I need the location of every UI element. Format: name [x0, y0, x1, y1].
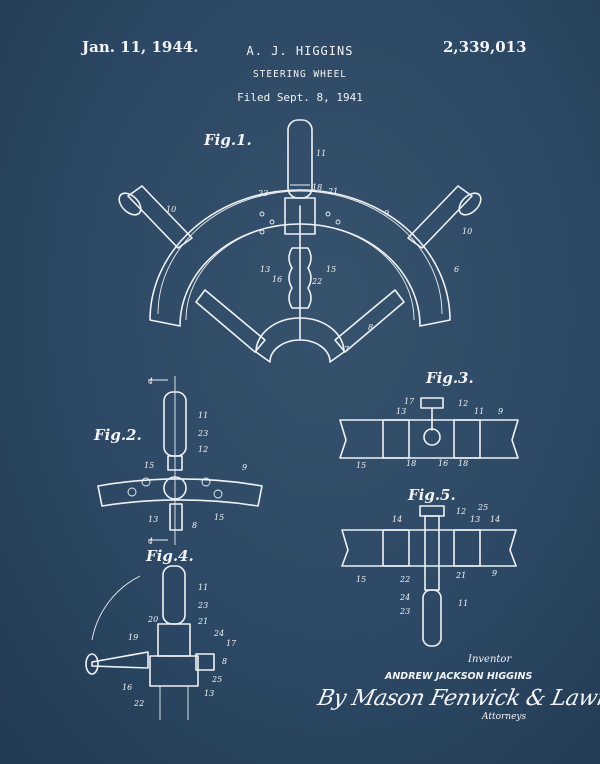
fig1-part-15: 15 — [326, 265, 336, 274]
fig3-part-12: 12 — [458, 399, 468, 408]
fig2-part-4-bottom: 4 — [147, 537, 153, 546]
patent-date: Jan. 11, 1944. — [82, 38, 199, 56]
fig4-part-21: 21 — [197, 617, 208, 626]
fig3-part-15: 15 — [356, 461, 366, 470]
fig2-part-23: 23 — [197, 429, 208, 438]
fig5-label: Fig.5. — [408, 486, 456, 504]
fig3-part-labels: 17 13 12 11 9 15 18 16 18 — [356, 397, 503, 470]
fig1-part-21: 21 — [327, 187, 338, 196]
fig3-part-18-left: 18 — [406, 459, 416, 468]
fig1-part-6: 6 — [454, 265, 459, 274]
fig2-hub-detail — [97, 376, 263, 545]
filed-date: Filed Sept. 8, 1941 — [237, 91, 363, 104]
patent-title: STEERING WHEEL — [252, 69, 348, 80]
fig1-part-22: 22 — [311, 277, 322, 286]
fig3-part-18-right: 18 — [458, 459, 468, 468]
fig1-part-16: 16 — [272, 275, 282, 284]
fig1-label: Fig.1. — [204, 131, 252, 149]
fig3-part-13: 13 — [396, 407, 406, 416]
fig2-part-8: 8 — [192, 521, 197, 530]
patent-number: 2,339,013 — [443, 38, 527, 56]
fig2-part-11: 11 — [198, 411, 208, 420]
fig3-label: Fig.3. — [426, 369, 474, 387]
fig4-part-11: 11 — [198, 583, 208, 592]
fig1-part-8: 8 — [368, 323, 373, 332]
fig4-part-24: 24 — [213, 629, 224, 638]
fig3-part-17: 17 — [404, 397, 415, 406]
inventor-full-name: ANDREW JACKSON HIGGINS — [385, 671, 533, 682]
fig5-part-14-left: 14 — [392, 515, 402, 524]
fig4-label: Fig.4. — [146, 547, 194, 565]
fig4-part-20: 20 — [147, 615, 158, 624]
fig4-part-17: 17 — [226, 639, 237, 648]
fig5-part-labels: 14 12 25 13 14 15 22 21 24 9 23 11 — [356, 503, 500, 616]
attorney-signature: By Mason Fenwick & Lawrence — [315, 686, 600, 711]
fig5-part-24: 24 — [399, 593, 410, 602]
inventor-label: Inventor — [468, 654, 512, 665]
fig5-part-23: 23 — [399, 607, 410, 616]
fig3-part-11: 11 — [474, 407, 484, 416]
fig5-part-11: 11 — [458, 599, 468, 608]
fig5-part-12: 12 — [456, 507, 466, 516]
fig2-part-4-top: 4 — [147, 377, 153, 386]
fig1-part-labels: 11 18 21 23 9 10 10 6 13 16 15 22 8 7 — [166, 149, 472, 354]
fig5-part-13: 13 — [470, 515, 480, 524]
fig2-part-12: 12 — [198, 445, 208, 454]
fig4-part-13: 13 — [204, 689, 214, 698]
fig5-section — [341, 505, 517, 647]
fig1-part-7: 7 — [344, 345, 350, 354]
fig1-part-18: 18 — [312, 183, 322, 192]
fig2-part-labels: 4 11 23 12 9 15 15 13 8 4 — [144, 377, 247, 546]
fig4-hub-detail — [85, 565, 215, 720]
fig3-section — [339, 397, 519, 459]
attorneys-label: Attorneys — [482, 712, 527, 722]
fig4-part-23: 23 — [197, 601, 208, 610]
fig5-part-21: 21 — [455, 571, 466, 580]
fig4-part-16: 16 — [122, 683, 132, 692]
fig1-part-23: 23 — [257, 189, 268, 198]
fig5-part-22: 22 — [399, 575, 410, 584]
fig2-part-15-right: 15 — [214, 513, 224, 522]
fig3-part-9: 9 — [498, 407, 503, 416]
fig5-part-9: 9 — [492, 569, 497, 578]
fig2-part-9: 9 — [242, 463, 247, 472]
fig2-part-15-left: 15 — [144, 461, 154, 470]
fig4-part-25: 25 — [211, 675, 222, 684]
fig4-part-8: 8 — [222, 657, 227, 666]
fig4-part-19: 19 — [128, 633, 138, 642]
fig2-label: Fig.2. — [94, 426, 142, 444]
fig1-part-9: 9 — [384, 209, 389, 218]
fig2-part-13: 13 — [148, 515, 158, 524]
fig1-part-10-right: 10 — [462, 227, 472, 236]
fig1-part-11: 11 — [316, 149, 326, 158]
fig5-part-25: 25 — [477, 503, 488, 512]
fig1-part-13: 13 — [260, 265, 270, 274]
fig4-part-22: 22 — [133, 699, 144, 708]
fig4-part-labels: 11 23 20 21 19 24 17 8 16 25 22 13 — [122, 583, 237, 708]
fig1-steering-wheel — [118, 119, 482, 363]
fig5-part-14-right: 14 — [490, 515, 500, 524]
fig1-part-10-left: 10 — [166, 205, 176, 214]
fig3-part-16: 16 — [438, 459, 448, 468]
inventor-header: A. J. HIGGINS — [246, 44, 354, 58]
fig5-part-15: 15 — [356, 575, 366, 584]
